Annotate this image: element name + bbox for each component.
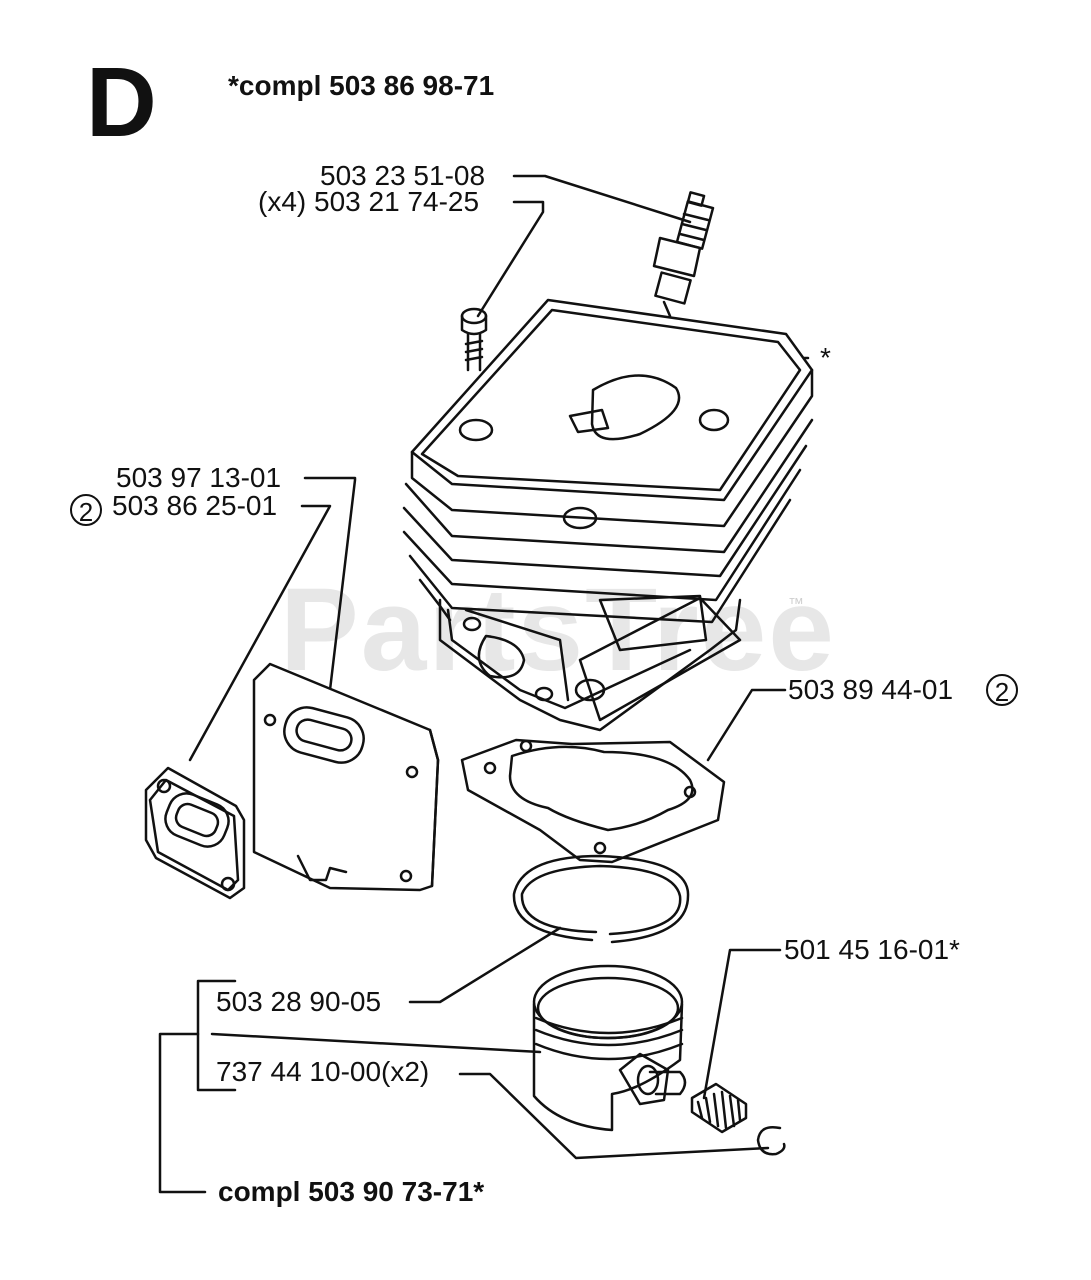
bracket-inner: [196, 979, 237, 1092]
screw-part: [460, 307, 488, 372]
leader-ring: [408, 926, 562, 1004]
small-gasket-part: [144, 766, 246, 900]
callout-piston-ring: 503 28 90-05: [216, 986, 382, 1017]
watermark-trademark: ™: [788, 596, 804, 613]
assembly-header: *compl 503 86 98-71: [228, 70, 495, 101]
leader-circlip: [458, 1072, 770, 1160]
leader-piston: [210, 1032, 542, 1054]
bracket-outer: [158, 1032, 207, 1194]
callout-small-gasket: 503 86 25-01: [112, 490, 278, 521]
needle-bearing-part: [690, 1082, 748, 1134]
callout-screw: (x4) 503 21 74-25: [258, 186, 480, 217]
circlip-part: [756, 1126, 786, 1156]
leader-base-gasket: [706, 688, 787, 762]
qty-badge-small-gasket: 2: [70, 494, 102, 527]
callout-needle-bearing: 501 45 16-01*: [784, 934, 960, 965]
callout-base-gasket: 503 89 44-01: [788, 674, 954, 705]
plate-part: [252, 662, 440, 892]
cylinder-part: [402, 298, 814, 732]
leader-spark-plug: [512, 174, 692, 224]
callout-piston-kit: compl 503 90 73-71*: [218, 1176, 485, 1207]
section-letter: D: [86, 47, 157, 157]
piston-ring-part: [512, 854, 690, 944]
leader-small-gasket: [188, 504, 332, 762]
leader-plate: [303, 476, 357, 692]
callout-cylinder: *: [820, 342, 831, 373]
qty-badge-base-gasket: 2: [986, 674, 1018, 707]
callout-spark-plug: 503 23 51-08: [320, 160, 486, 191]
callout-plate: 503 97 13-01: [116, 462, 282, 493]
leader-lines: [158, 174, 810, 1194]
spark-plug-part: [652, 191, 715, 318]
callout-circlip: 737 44 10-00(x2): [216, 1056, 430, 1087]
leader-bearing: [702, 948, 782, 1100]
leader-screw: [476, 200, 545, 318]
base-gasket-part: [460, 738, 726, 864]
piston-part: [532, 964, 687, 1132]
